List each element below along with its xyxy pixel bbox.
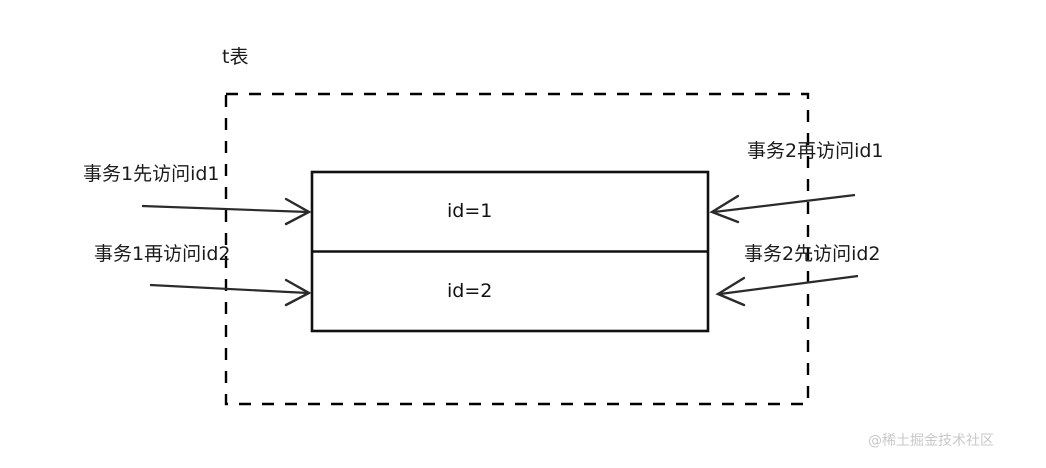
table-caption-label: t表 [222,46,249,68]
arrow-left-2 [149,278,312,307]
table-row-1-label: id=1 [447,200,493,222]
watermark-text: @稀土掘金技术社区 [868,433,994,449]
annotation-left-2: 事务1再访问id2 [94,243,231,265]
table-row-2-label: id=2 [447,280,493,302]
annotation-right-2: 事务2先访问id2 [744,243,881,265]
dashed-boundary-rect [224,92,810,406]
arrow-right-2 [715,274,859,307]
annotation-left-1: 事务1先访问id1 [83,163,220,185]
arrow-left-1 [141,197,312,226]
arrow-right-1 [709,193,856,224]
annotation-right-1: 事务2再访问id1 [747,140,884,162]
